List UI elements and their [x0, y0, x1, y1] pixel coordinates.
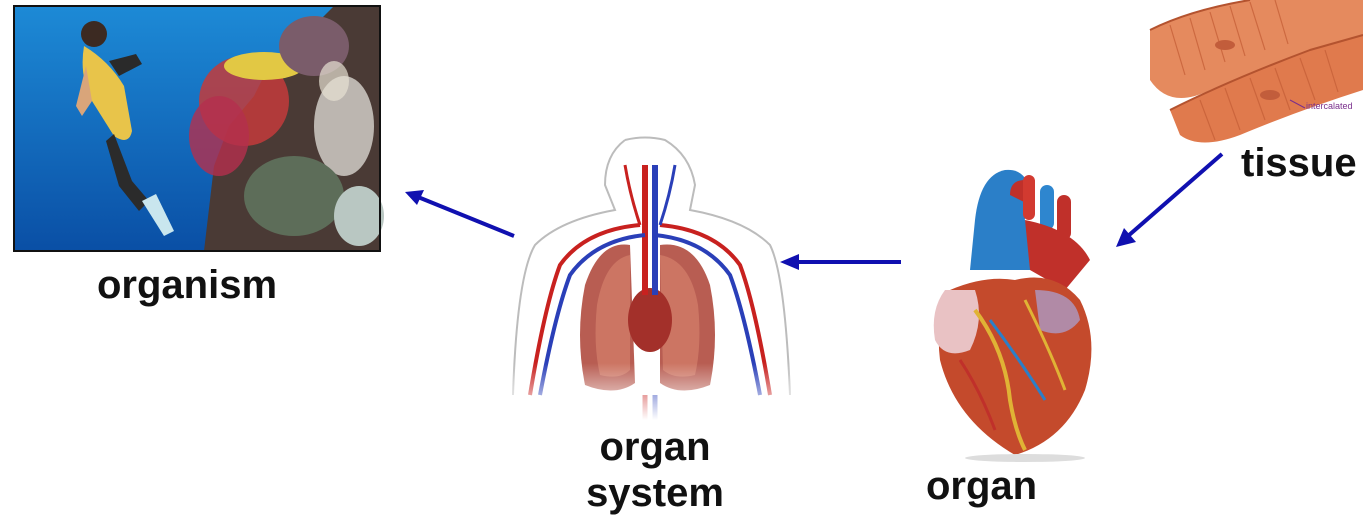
tissue-illustration — [1130, 0, 1363, 150]
arrow-tissue-to-organ — [1110, 150, 1225, 255]
organism-label: organism — [97, 262, 277, 308]
organ-system-illustration — [505, 135, 795, 420]
organ-heart-photo — [915, 160, 1105, 460]
organism-photo — [14, 6, 380, 251]
organ-system-label-line1: organ — [570, 424, 740, 470]
organ-system-label-line2: system — [570, 470, 740, 516]
organ-system-label: organ system — [570, 424, 740, 516]
intercalated-label: intercalated — [1306, 101, 1353, 111]
organ-label: organ — [926, 463, 1037, 509]
arrow-organ-to-organ-system — [775, 250, 905, 276]
arrow-organ-system-to-organism — [400, 185, 520, 245]
tissue-label: tissue — [1241, 140, 1357, 186]
